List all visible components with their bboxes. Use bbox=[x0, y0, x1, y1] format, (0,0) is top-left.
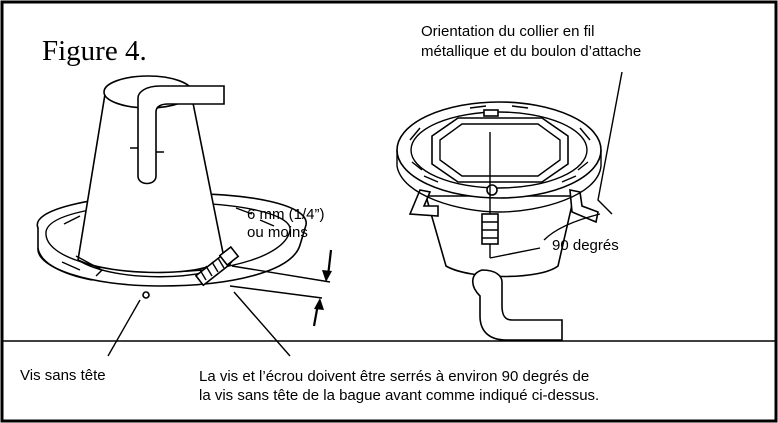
ring-notch bbox=[483, 109, 499, 117]
ring-slots-top bbox=[63, 207, 275, 227]
gap-extension-lines bbox=[229, 265, 331, 299]
right-fixture-illustration bbox=[396, 71, 623, 341]
setscrew-head bbox=[142, 291, 150, 299]
orientation-label: Orientation du collier en fil métallique … bbox=[421, 22, 641, 62]
front-screw bbox=[486, 184, 498, 196]
angle-arc bbox=[543, 213, 601, 241]
gap-label-line-1: 6 mm (1/4”) bbox=[247, 206, 325, 223]
trim-ring-edge bbox=[37, 247, 93, 281]
setscrew-leader bbox=[107, 299, 141, 357]
orientation-leader bbox=[597, 71, 623, 215]
setscrew-label: Vis sans tête bbox=[20, 367, 106, 384]
clamp-screw-nut bbox=[194, 245, 240, 287]
attachment-bolt bbox=[481, 213, 499, 245]
ring-slots bbox=[409, 105, 591, 183]
mounting-tab-right bbox=[569, 189, 599, 224]
angle-label: 90 degrés bbox=[552, 237, 619, 254]
instruction-leader bbox=[233, 291, 291, 357]
orientation-label-line-1: Orientation du collier en fil bbox=[421, 23, 595, 40]
orientation-label-line-2: métallique et du boulon d’attache bbox=[421, 43, 642, 60]
gap-arrowhead-bottom bbox=[314, 298, 324, 310]
gap-label: 6 mm (1/4”)ou moins bbox=[247, 206, 325, 242]
left-fixture-illustration bbox=[36, 75, 333, 357]
gap-label-line-2: ou moins bbox=[247, 224, 308, 241]
trim-ring-side bbox=[396, 150, 602, 213]
instruction-line-1: La vis et l’écrou doivent être serrés à … bbox=[199, 368, 590, 385]
instruction-text: La vis et l’écrou doivent être serrés à … bbox=[199, 367, 599, 405]
octagonal-opening bbox=[431, 117, 569, 183]
instruction-line-2: la vis sans tête de la bague avant comme… bbox=[199, 387, 600, 404]
opening-inner-edge bbox=[439, 123, 561, 177]
top-conduit bbox=[137, 85, 225, 185]
clamp-wire-end bbox=[75, 255, 104, 277]
trim-ring-mid bbox=[410, 111, 588, 189]
fixture-body bbox=[424, 195, 576, 278]
conduit-clip bbox=[130, 147, 164, 153]
bottom-conduit bbox=[471, 269, 563, 341]
gap-arrowhead-top bbox=[322, 270, 332, 282]
figure-title: Figure 4. bbox=[42, 35, 147, 67]
bolt-threads bbox=[482, 221, 498, 239]
angle-line bbox=[489, 247, 541, 259]
mounting-tab-left bbox=[408, 189, 439, 217]
